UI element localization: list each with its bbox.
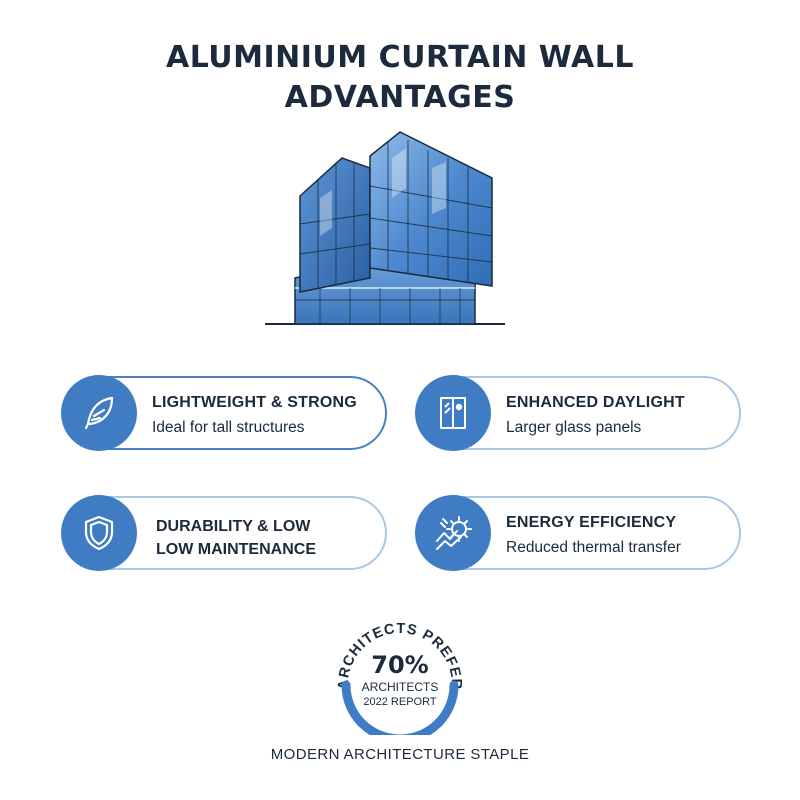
card-enhanced-daylight: ENHANCED DAYLIGHT Larger glass panels	[415, 375, 741, 451]
card-energy-efficiency: ENERGY EFFICIENCY Reduced thermal transf…	[415, 495, 741, 571]
feather-icon-circle	[61, 375, 137, 451]
card-title-line-1: DURABILITY & LOW	[156, 518, 311, 535]
energy-gear-icon-circle	[415, 495, 491, 571]
badge-arc	[341, 680, 459, 735]
footer-tagline: MODERN ARCHITECTURE STAPLE	[270, 746, 530, 763]
badge-label: ARCHITECTS	[362, 680, 439, 694]
badge-source: 2022 REPORT	[363, 696, 436, 708]
feather-icon	[84, 396, 114, 430]
card-subtitle: Ideal for tall structures	[152, 419, 305, 436]
window-icon	[440, 397, 466, 429]
card-subtitle: Larger glass panels	[506, 419, 642, 436]
card-lightweight-strong: LIGHTWEIGHT & STRONG Ideal for tall stru…	[61, 375, 387, 451]
card-title: ENERGY EFFICIENCY	[506, 514, 677, 531]
title-line-2: ADVANTAGES	[284, 80, 516, 115]
title-line-1: ALUMINIUM CURTAIN WALL	[166, 40, 634, 75]
card-title: LIGHTWEIGHT & STRONG	[152, 394, 357, 411]
energy-gear-icon	[436, 516, 472, 550]
card-title: ENHANCED DAYLIGHT	[506, 394, 685, 411]
card-subtitle: Reduced thermal transfer	[506, 539, 681, 556]
page-title: ALUMINIUM CURTAIN WALL ADVANTAGES	[0, 38, 800, 118]
card-durability-maintenance: DURABILITY & LOW LOW MAINTENANCE	[61, 495, 387, 571]
statistic-badge: ARCHITECTS PREFER 70% ARCHITECTS 2022 RE…	[336, 621, 463, 735]
window-icon-circle	[415, 375, 491, 451]
glass-building-illustration	[265, 131, 505, 325]
shield-icon	[84, 515, 114, 551]
shield-icon-circle	[61, 495, 137, 571]
card-title: DURABILITY & LOW LOW MAINTENANCE	[156, 515, 316, 561]
card-title-line-2: LOW MAINTENANCE	[156, 541, 316, 558]
badge-percent: 70%	[371, 651, 428, 679]
